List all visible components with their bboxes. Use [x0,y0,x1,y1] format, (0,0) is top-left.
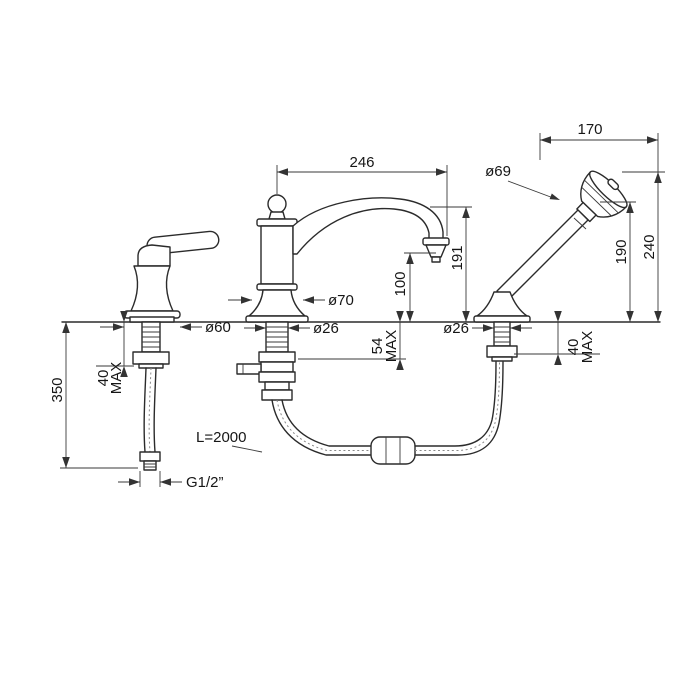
dia-60-label: ø60 [205,319,231,336]
dimension-170-horizontal: 170 [539,121,659,322]
dia-69-label: ø69 [485,163,511,180]
dim-40-handle-label: 40 [95,370,112,387]
dim-246-label: 246 [349,154,374,171]
dim-40-shower-label: 40 [565,339,582,356]
dim-240-label: 240 [641,234,658,259]
hand-shower-head [576,170,628,223]
handle-valve [123,230,220,369]
dimension-60-base-diameter: ø60 [100,319,231,336]
dimension-190-height: 190 [600,201,636,322]
hand-shower [473,170,628,362]
dim-190-label: 190 [613,239,630,264]
dim-40-shower-max-label: MAX [579,331,596,364]
dim-191-label: 191 [449,245,466,270]
hose-length-label: L=2000 [196,429,246,446]
handle-supply-hose [139,367,161,471]
dimension-26-spout-shaft: ø26 [244,320,339,337]
hose-length-callout: L=2000 [196,429,263,453]
dimension-26-shower-shaft: ø26 [443,320,532,337]
connection-hose [271,361,504,465]
dim-100-label: 100 [392,271,409,296]
dim-170-label: 170 [577,121,602,138]
thread-size-callout: G1/2” [118,471,224,491]
inline-connector [370,436,416,465]
dia-70-label: ø70 [328,292,354,309]
dimension-70-escutcheon-diameter: ø70 [228,292,354,309]
dimension-240-height: 240 [622,171,665,322]
dimension-350-below-deck: 350 [49,322,138,469]
dim-350-label: 350 [49,377,66,402]
dimension-40-max-handle-deck: 40 MAX [95,311,134,394]
dimension-100-outlet-height: 100 [392,252,436,322]
dimension-69-head-diameter: ø69 [485,163,560,200]
dim-40-handle-max-label: MAX [108,362,125,395]
dimension-191-spout-height: 191 [430,206,472,322]
dimension-40-max-shower-deck: 40 MAX [514,311,600,365]
dimension-246-spout-reach: 246 [276,154,448,236]
dia-26-spout-label: ø26 [313,320,339,337]
dim-54-label: 54 [369,338,386,355]
dia-26-shower-label: ø26 [443,320,469,337]
tub-spout [236,194,450,401]
thread-size-label: G1/2” [186,474,224,491]
hand-shower-handle [496,209,589,302]
dim-54-max-label: MAX [383,330,400,363]
dimension-54-max-deck-thickness: 54 MAX [298,311,406,370]
